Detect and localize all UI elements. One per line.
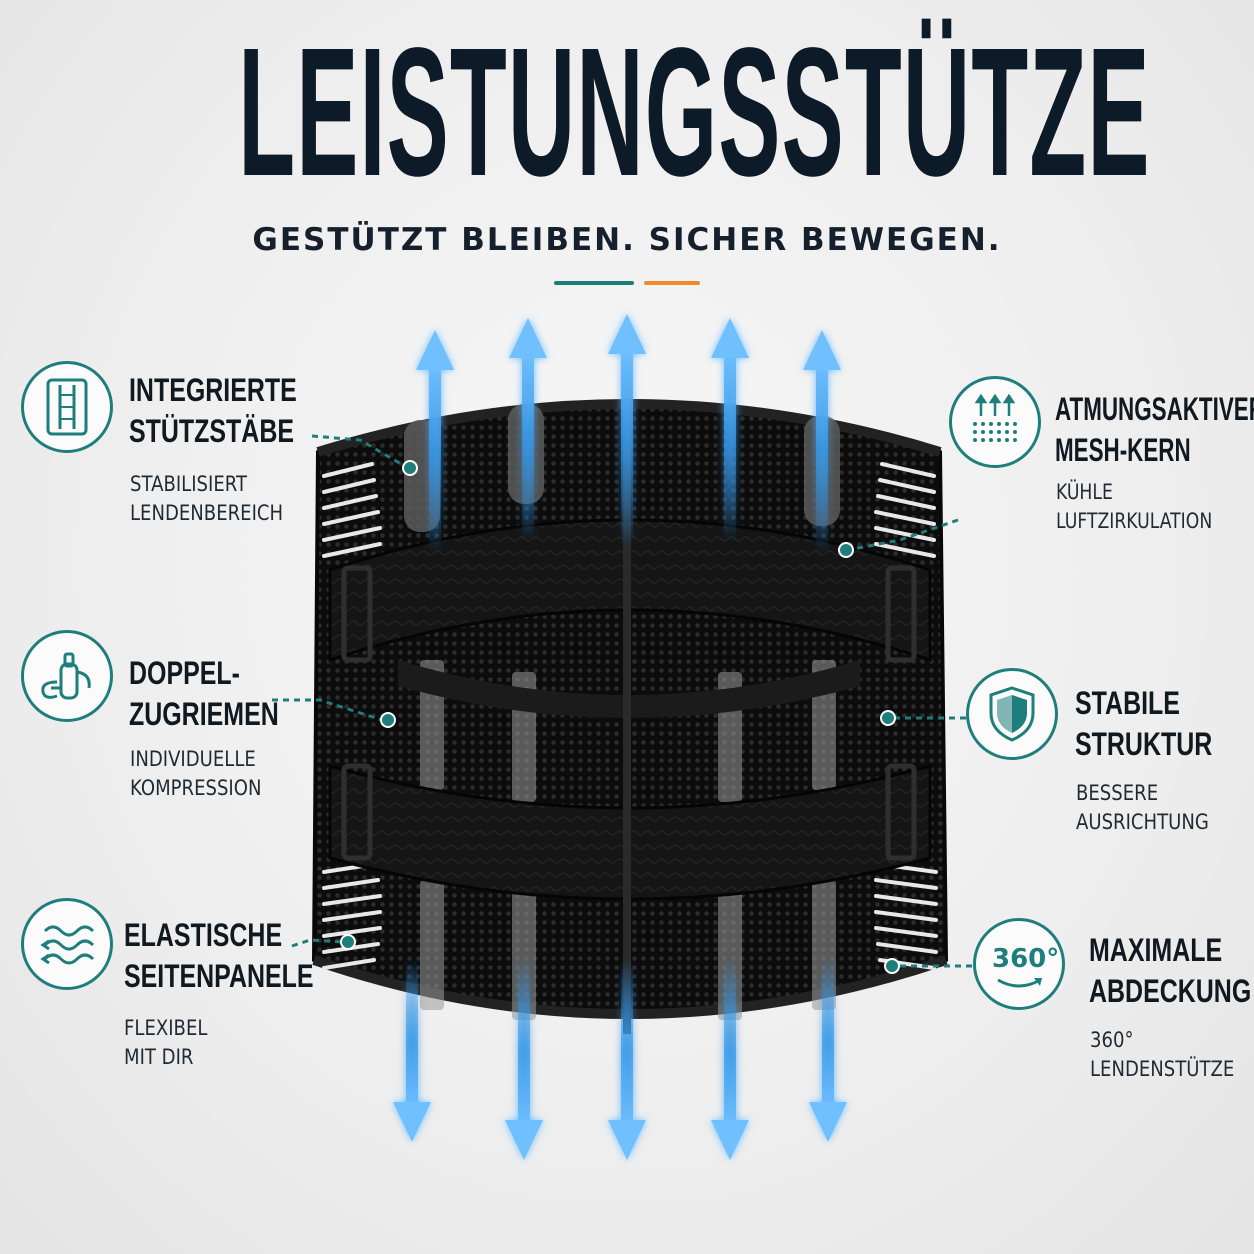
breathable-mesh-icon [973, 394, 1017, 442]
feature-subtitle: INDIVIDUELLE KOMPRESSION [130, 747, 262, 800]
feature-icon-circle: 360° [973, 918, 1065, 1010]
feature-title: ATMUNGSAKTIVER MESH-KERN [1055, 391, 1254, 468]
feature-title: DOPPEL- ZUGRIEMEN [129, 655, 279, 732]
accent-bar-orange [644, 281, 700, 285]
elastic-waves-icon [40, 925, 95, 965]
feature-subtitle: BESSERE AUSRICHTUNG [1076, 781, 1209, 834]
feature-subtitle: FLEXIBEL MIT DIR [124, 1016, 208, 1069]
page-title: LEISTUNGSSTÜTZE [238, 9, 1151, 214]
support-rods-icon [46, 378, 88, 436]
feature-icon-circle [21, 630, 113, 722]
feature-title: ELASTISCHE SEITENPANELE [124, 917, 314, 994]
feature-subtitle: KÜHLE LUFTZIRKULATION [1056, 480, 1213, 533]
pull-strap-icon [41, 652, 91, 700]
feature-title: MAXIMALE ABDECKUNG [1089, 932, 1252, 1009]
360-rotation-icon: 360° [984, 934, 1059, 994]
feature-icon-circle [21, 898, 113, 990]
feature-subtitle: STABILISIERT LENDENBEREICH [130, 472, 284, 525]
feature-icon-circle [966, 668, 1058, 760]
feature-title: INTEGRIERTE STÜTZSTÄBE [129, 372, 297, 449]
accent-bar-teal [554, 281, 634, 285]
feature-icon-circle [21, 361, 113, 453]
feature-subtitle: 360° LENDENSTÜTZE [1090, 1028, 1235, 1081]
shield-icon [989, 686, 1035, 742]
feature-icon-circle [949, 376, 1041, 468]
feature-title: STABILE STRUKTUR [1075, 685, 1213, 762]
page-subtitle: GESTÜTZT BLEIBEN. SICHER BEWEGEN. [252, 222, 1002, 258]
